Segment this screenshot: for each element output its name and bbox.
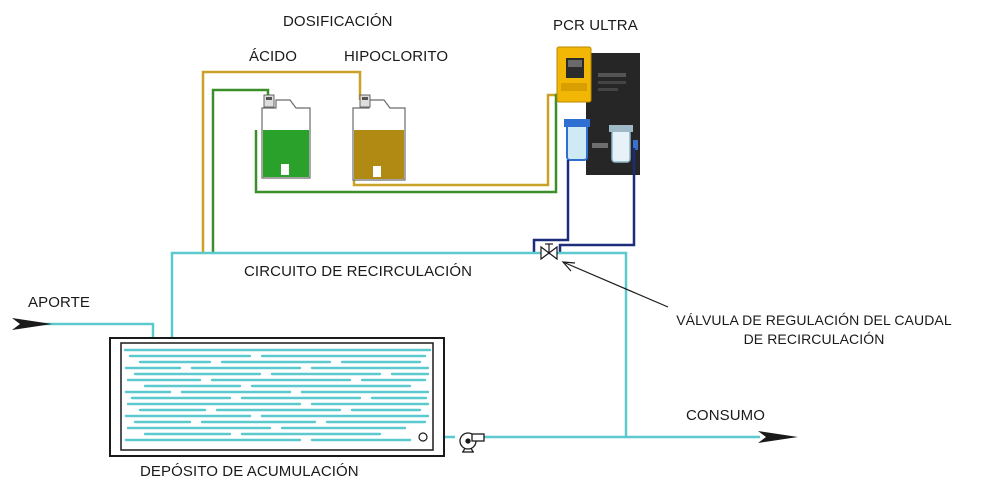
label-deposito-acumulacion: DEPÓSITO DE ACUMULACIÓN <box>140 463 359 480</box>
label-acido: ÁCIDO <box>249 48 298 65</box>
inlet-arrow <box>12 318 52 330</box>
label-aporte: APORTE <box>28 294 91 311</box>
label-consumo: CONSUMO <box>686 407 766 424</box>
label-valvula-regulacion: VÁLVULA DE REGULACIÓN DEL CAUDAL DE RECI… <box>664 311 964 349</box>
water-surface <box>123 348 432 442</box>
storage-tank <box>109 337 445 457</box>
outlet-arrow <box>758 431 798 443</box>
label-pcr-ultra: PCR ULTRA <box>553 17 638 34</box>
hypochlorite-tank <box>352 94 406 181</box>
acid-tank <box>261 94 311 179</box>
label-valvula-line1: VÁLVULA DE REGULACIÓN DEL CAUDAL <box>676 312 952 328</box>
valve-annotation-arrow <box>561 261 669 308</box>
sample-lines <box>532 148 636 254</box>
label-hipoclorito: HIPOCLORITO <box>344 48 449 65</box>
pump-icon <box>459 432 485 453</box>
label-circuito-recirculacion: CIRCUITO DE RECIRCULACIÓN <box>244 263 473 280</box>
pcr-ultra-panel <box>556 46 640 175</box>
label-valvula-line2: DE RECIRCULACIÓN <box>743 331 885 347</box>
tank-outlet-icon <box>418 432 428 442</box>
valve-icon <box>540 243 558 261</box>
label-dosificacion: DOSIFICACIÓN <box>283 13 393 30</box>
